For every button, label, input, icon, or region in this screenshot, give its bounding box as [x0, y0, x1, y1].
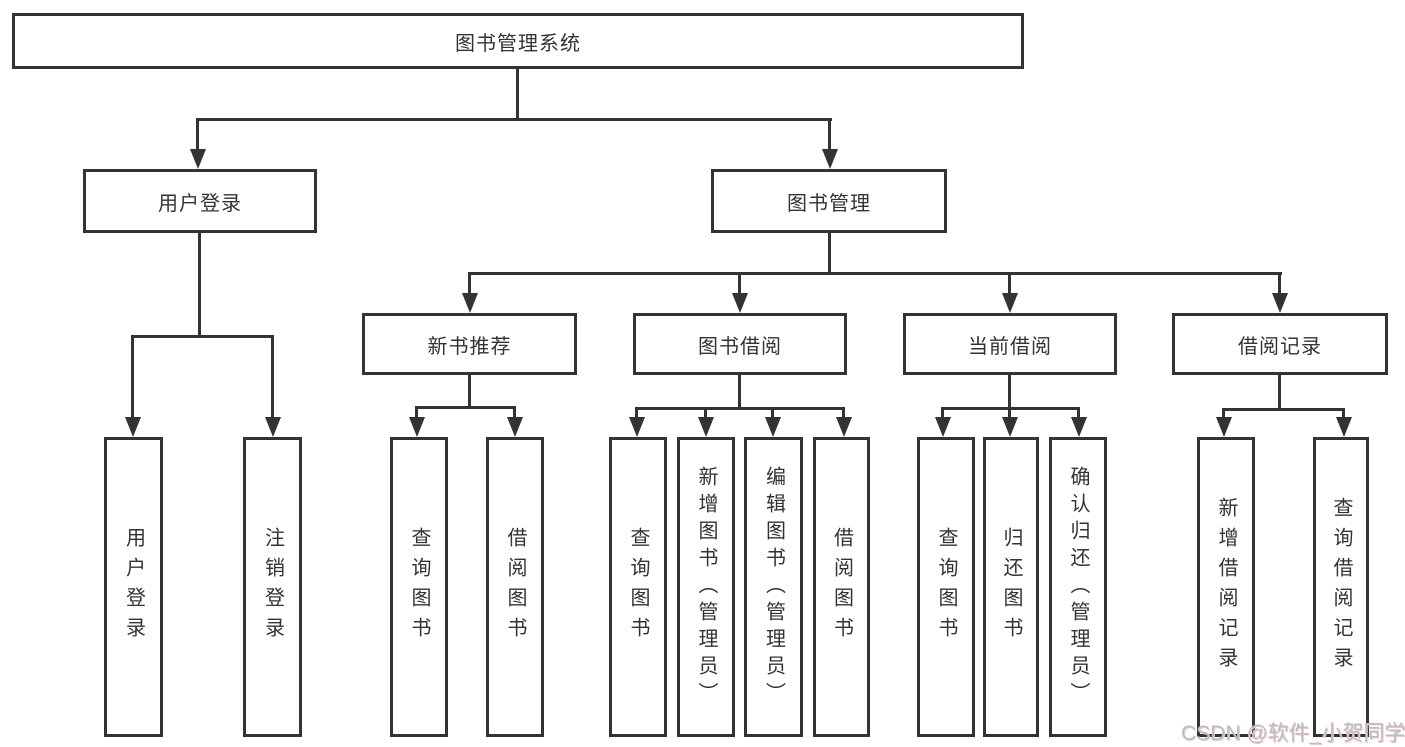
- connector-borrow-drop: [738, 275, 741, 295]
- leaf-borrow-query-label: 查询图书: [627, 527, 649, 647]
- connector-current-drop: [1008, 275, 1011, 295]
- node-book-borrow: 图书借阅: [633, 313, 847, 375]
- leaf-current-return: 归还图书: [983, 437, 1039, 737]
- connector-leaf-newbook-borrow-drop: [513, 409, 516, 419]
- connector-borrow-stem: [738, 375, 741, 407]
- leaf-user-login-label: 用户登录: [122, 527, 145, 647]
- leaf-borrow-add-label: 新增图书（管理员）: [695, 465, 717, 709]
- leaf-borrow-borrow-label: 借阅图书: [830, 527, 853, 647]
- connector-newbook-hline: [415, 406, 516, 409]
- arrow-to-book-management: [822, 149, 838, 169]
- arrow-to-leaf-logout: [265, 417, 281, 437]
- connector-mgmt-drop: [828, 121, 831, 151]
- arrow-to-book-borrow: [732, 293, 748, 313]
- node-root: 图书管理系统: [12, 13, 1024, 69]
- arrow-to-borrow-records: [1272, 293, 1288, 313]
- leaf-borrow-query: 查询图书: [609, 437, 667, 737]
- node-user-login-label: 用户登录: [158, 192, 242, 215]
- connector-leaf-newbook-query-drop: [415, 409, 418, 419]
- connector-leaf-current-query-drop: [941, 410, 944, 419]
- arrow-to-leaf-borrow-add: [698, 417, 714, 437]
- leaf-current-confirm: 确认归还（管理员）: [1049, 437, 1107, 737]
- arrow-to-leaf-records-query: [1336, 417, 1352, 437]
- connector-login-stem: [198, 233, 201, 335]
- leaf-borrow-add: 新增图书（管理员）: [677, 437, 735, 737]
- node-root-label: 图书管理系统: [455, 32, 581, 55]
- arrow-to-leaf-borrow-query: [629, 417, 645, 437]
- node-new-book-recommend-label: 新书推荐: [427, 335, 512, 358]
- leaf-user-login: 用户登录: [104, 437, 163, 737]
- leaf-logout-label: 注销登录: [261, 527, 284, 647]
- leaf-current-confirm-label: 确认归还（管理员）: [1067, 465, 1089, 709]
- connector-leaf-borrow-query-drop: [635, 410, 638, 419]
- connector-newbook-stem: [468, 375, 471, 406]
- arrow-to-leaf-current-confirm: [1071, 417, 1087, 437]
- leaf-current-query: 查询图书: [917, 437, 975, 737]
- node-borrow-records-label: 借阅记录: [1238, 335, 1322, 358]
- connector-leaf-borrow-edit-drop: [771, 410, 774, 419]
- leaf-newbook-query: 查询图书: [390, 437, 448, 737]
- connector-leaf-records-query-drop: [1342, 411, 1345, 419]
- connector-borrow-hline: [635, 407, 845, 410]
- connector-records-drop: [1278, 275, 1281, 295]
- connector-leaf-records-add-drop: [1222, 411, 1225, 419]
- leaf-borrow-borrow: 借阅图书: [813, 437, 870, 737]
- leaf-records-add: 新增借阅记录: [1197, 437, 1255, 737]
- connector-root-hline: [196, 118, 832, 121]
- connector-current-stem: [1008, 375, 1011, 407]
- connector-newbook-drop: [468, 275, 471, 295]
- connector-mgmt-stem: [828, 233, 831, 272]
- connector-leaf-current-confirm-drop: [1077, 410, 1080, 419]
- arrow-to-user-login: [190, 149, 206, 169]
- leaf-records-add-label: 新增借阅记录: [1215, 497, 1237, 677]
- leaf-logout: 注销登录: [243, 437, 302, 737]
- leaf-records-query-label: 查询借阅记录: [1330, 497, 1352, 677]
- connector-leaf-user-login-drop: [131, 338, 134, 419]
- leaf-current-return-label: 归还图书: [1000, 527, 1022, 647]
- connector-leaf-logout-drop: [271, 338, 274, 419]
- leaf-records-query: 查询借阅记录: [1313, 437, 1369, 737]
- arrow-to-leaf-newbook-query: [409, 417, 425, 437]
- leaf-current-query-label: 查询图书: [935, 527, 957, 647]
- connector-leaf-borrow-add-drop: [704, 410, 707, 419]
- connector-login-drop: [196, 121, 199, 151]
- connector-leaf-current-return-drop: [1008, 410, 1011, 419]
- arrow-to-new-book-recommend: [462, 293, 478, 313]
- arrow-to-leaf-user-login: [125, 417, 141, 437]
- arrow-to-leaf-current-query: [935, 417, 951, 437]
- leaf-borrow-edit-label: 编辑图书（管理员）: [762, 465, 785, 709]
- leaf-newbook-query-label: 查询图书: [408, 527, 430, 647]
- connector-mgmt-hline: [468, 272, 1282, 275]
- connector-current-hline: [941, 407, 1080, 410]
- node-current-borrow: 当前借阅: [903, 313, 1117, 375]
- connector-login-hline: [131, 335, 274, 338]
- csdn-watermark: CSDN @软件_小贺同学: [1181, 722, 1405, 745]
- leaf-newbook-borrow: 借阅图书: [486, 437, 544, 737]
- connector-records-stem: [1278, 375, 1281, 408]
- node-user-login: 用户登录: [83, 169, 317, 233]
- arrow-to-leaf-current-return: [1002, 417, 1018, 437]
- arrow-to-current-borrow: [1002, 293, 1018, 313]
- arrow-to-leaf-borrow-borrow: [836, 417, 852, 437]
- node-book-management: 图书管理: [711, 169, 947, 233]
- node-current-borrow-label: 当前借阅: [968, 335, 1052, 358]
- arrow-to-leaf-newbook-borrow: [507, 417, 523, 437]
- arrow-to-leaf-records-add: [1216, 417, 1232, 437]
- node-book-management-label: 图书管理: [787, 192, 871, 215]
- connector-root-stem: [516, 69, 519, 118]
- node-book-borrow-label: 图书借阅: [698, 335, 782, 358]
- node-new-book-recommend: 新书推荐: [362, 313, 577, 375]
- arrow-to-leaf-borrow-edit: [765, 417, 781, 437]
- connector-leaf-borrow-borrow-drop: [842, 410, 845, 419]
- leaf-borrow-edit: 编辑图书（管理员）: [744, 437, 803, 737]
- connector-records-hline: [1222, 408, 1345, 411]
- node-borrow-records: 借阅记录: [1172, 313, 1388, 375]
- leaf-newbook-borrow-label: 借阅图书: [504, 527, 526, 647]
